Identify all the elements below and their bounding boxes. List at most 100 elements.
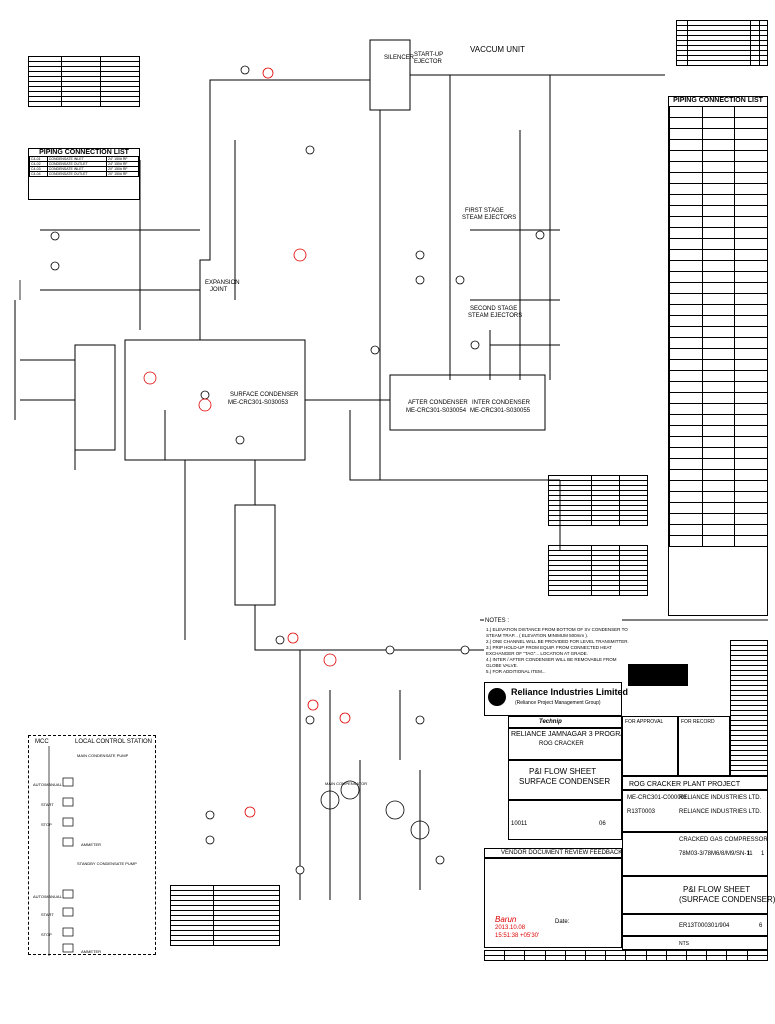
- piping-right-cell: [669, 150, 703, 162]
- piping-right-cell: [734, 348, 768, 360]
- piping-right-row: [669, 106, 768, 118]
- ammeter-2: AMMETER: [81, 949, 101, 954]
- piping-right-cell: [701, 227, 736, 239]
- piping-right-cell: [734, 458, 768, 470]
- piping-right-cell: [701, 491, 736, 503]
- piping-right-row: [669, 502, 768, 514]
- piping-right-cell: [669, 216, 703, 228]
- piping-right-cell: [734, 139, 768, 151]
- equipment-box: CRACKED GAS COMPRESSOR 78M03-3/78M6/8/M9…: [622, 832, 768, 876]
- piping-right-cell: [701, 161, 736, 173]
- auto-manual-1: AUTO/MANUAL: [33, 782, 62, 787]
- start-1: START: [41, 802, 54, 807]
- piping-right-cell: [669, 425, 703, 437]
- piping-right-row: [669, 150, 768, 162]
- piping-right-cell: [701, 502, 736, 514]
- main-pump-label: MAIN CONDENSATE PUMP: [77, 753, 129, 758]
- mcc-label: MCC: [35, 739, 49, 745]
- piping-right-cell: [701, 194, 736, 206]
- vendor-logo-icon: [628, 664, 688, 686]
- piping-right-cell: [669, 513, 703, 525]
- piping-right-cell: [669, 392, 703, 404]
- piping-right-cell: [701, 381, 736, 393]
- piping-right-cell: [734, 260, 768, 272]
- scale-label: NTS: [679, 941, 689, 947]
- piping-right-row: [669, 183, 768, 195]
- piping-right-row: [669, 282, 768, 294]
- inter-after-condenser-vessel: [389, 374, 546, 431]
- hotwell-vessel: [234, 504, 276, 606]
- sheet-rev: 06: [599, 821, 606, 827]
- piping-connection-list-right: PIPING CONNECTION LIST: [668, 96, 768, 616]
- spec-table-top-left: [28, 56, 140, 107]
- stop-1: STOP: [41, 822, 52, 827]
- piping-right-cell: [734, 172, 768, 184]
- piping-right-cell: [701, 436, 736, 448]
- signature-date: 2013.10.08: [495, 925, 526, 931]
- piping-right-cell: [734, 414, 768, 426]
- expansion-joint-label: EXPANSION: [205, 280, 240, 286]
- piping-right-cell: [669, 458, 703, 470]
- piping-right-cell: [734, 447, 768, 459]
- vendor-doc-box: ER13T000301/904 6: [622, 914, 768, 936]
- drawing-number: 78M03-3/78M6/8/M9/SN-11: [679, 851, 753, 857]
- piping-right-cell: [669, 524, 703, 536]
- revision-table-top-right: [676, 20, 768, 66]
- piping-right-cell: [701, 150, 736, 162]
- review-title: VENDOR DOCUMENT REVIEW FEEDBACK: [501, 850, 623, 856]
- vendor-doc-rev: 6: [759, 923, 763, 929]
- piping-right-row: [669, 480, 768, 492]
- startup-ejector-label-2: EJECTOR: [414, 59, 442, 65]
- first-stage-label: FIRST STAGE: [465, 208, 504, 214]
- piping-right-cell: [734, 359, 768, 371]
- piping-right-cell: [734, 238, 768, 250]
- for-record-label: FOR RECORD: [681, 719, 715, 725]
- piping-right-row: [669, 337, 768, 349]
- doc-ref: ME-CRC301-C000001: [627, 795, 688, 801]
- piping-right-cell: [669, 491, 703, 503]
- piping-right-cell: [669, 315, 703, 327]
- second-stage-label-2: STEAM EJECTORS: [468, 313, 523, 319]
- piping-right-row: [669, 205, 768, 217]
- for-record-box: FOR RECORD: [678, 716, 730, 776]
- piping-right-row: [669, 348, 768, 360]
- piping-right-cell: [701, 183, 736, 195]
- standby-pump-label: STANDBY CONDENSATE PUMP: [77, 861, 137, 866]
- piping-right-row: [669, 249, 768, 261]
- owner-box: ME-CRC301-C000001 RELIANCE INDUSTRIES LT…: [622, 790, 768, 832]
- piping-right-cell: [669, 227, 703, 239]
- piping-right-cell: [701, 480, 736, 492]
- piping-right-row: [669, 271, 768, 283]
- piping-right-cell: [734, 524, 768, 536]
- piping-right-cell: [701, 172, 736, 184]
- piping-list-right-table: [669, 106, 768, 547]
- piping-right-cell: [669, 326, 703, 338]
- piping-right-cell: [701, 337, 736, 349]
- piping-right-cell: [734, 535, 768, 547]
- expansion-joint-label-2: JOINT: [210, 287, 228, 293]
- piping-right-cell: [669, 139, 703, 151]
- piping-right-cell: [669, 469, 703, 481]
- vendor-logo: [628, 660, 688, 690]
- piping-cell: 20" 150# RF: [106, 171, 139, 177]
- after-condenser-label: AFTER CONDENSER: [408, 400, 468, 406]
- notes-box: NOTES : 1.) ELEVATION DISTANCE FROM BOTT…: [484, 618, 629, 678]
- piping-right-cell: [701, 293, 736, 305]
- piping-right-cell: [734, 150, 768, 162]
- piping-right-cell: [669, 282, 703, 294]
- piping-right-cell: [669, 370, 703, 382]
- piping-right-cell: [734, 271, 768, 283]
- piping-right-row: [669, 458, 768, 470]
- piping-right-cell: [734, 161, 768, 173]
- note-item: EXCHANGER OF "TAG"... LOCATION AT GRADE.: [486, 651, 588, 656]
- ammeter-1: AMMETER: [81, 842, 101, 847]
- rev-number: 1: [761, 851, 765, 857]
- piping-right-cell: [734, 106, 768, 118]
- title-block-box: P&I FLOW SHEET (SURFACE CONDENSER): [622, 876, 775, 914]
- piping-right-row: [669, 326, 768, 338]
- piping-cell: C4-04: [29, 171, 48, 177]
- piping-right-cell: [734, 392, 768, 404]
- piping-cell: CONDENSATE OUTLET: [46, 171, 108, 177]
- contractor-box: Technip: [508, 716, 622, 728]
- piping-list-title: PIPING CONNECTION LIST: [39, 149, 129, 156]
